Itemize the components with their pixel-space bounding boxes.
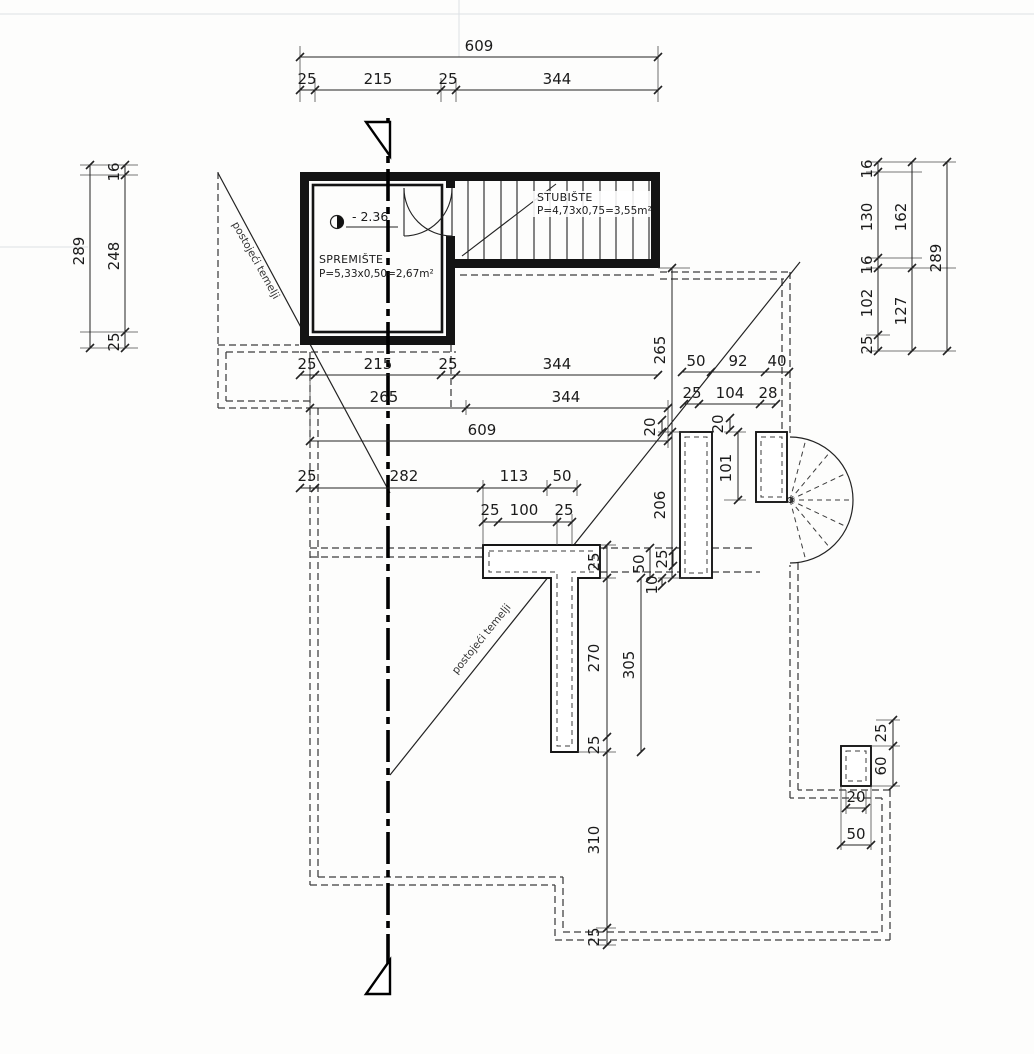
dimension-label: 101 (717, 454, 735, 483)
section-marker-top (363, 120, 392, 160)
dimension-label: 310 (585, 826, 603, 855)
dimension-label: 282 (390, 467, 419, 485)
dimension-label: 25 (297, 70, 316, 88)
door-swing (403, 187, 453, 237)
spiral-stair (786, 436, 854, 564)
room-name-spremiste: SPREMIŠTE (319, 253, 383, 266)
dimension-label: 100 (510, 501, 539, 519)
room-area-stubiste: P=4,73x0,75=3,55m² (537, 205, 652, 217)
existing-foundation-note-2: postojeći temelji (450, 602, 514, 677)
elevation-label: - 2.36 (352, 209, 388, 224)
dimension-label: 16 (105, 162, 123, 181)
dimension-label: 215 (364, 70, 393, 88)
dimension-label: 113 (500, 467, 529, 485)
dimension-label: 16 (858, 255, 876, 274)
dimension-label: 50 (630, 554, 648, 573)
dimension-label: 25 (554, 501, 573, 519)
dimension-label: 50 (686, 352, 705, 370)
dimension-label: 215 (364, 355, 393, 373)
dimension-label: 265 (651, 336, 669, 365)
foundation-bars (482, 431, 872, 787)
foundation-l-bar (482, 544, 601, 753)
existing-foundation-diagonal-2 (389, 261, 801, 776)
dimension-label: 20 (709, 414, 727, 433)
dimension-label: 25 (297, 355, 316, 373)
dimension-label: 25 (653, 549, 671, 568)
dimension-label: 344 (543, 70, 572, 88)
dimension-label: 130 (858, 203, 876, 232)
dimension-label: 127 (892, 297, 910, 326)
dimension-label: 206 (651, 491, 669, 520)
room-name-stubiste: STUBIŠTE (537, 191, 593, 204)
dimension-label: 28 (758, 384, 777, 402)
dimension-label: 609 (468, 421, 497, 439)
section-marker-bottom (363, 956, 392, 996)
dimension-label: 25 (438, 70, 457, 88)
dimension-label: 25 (585, 735, 603, 754)
dimension-label: 25 (858, 335, 876, 354)
dimension-label: 16 (858, 159, 876, 178)
scan-artifacts (0, 0, 1034, 248)
dimension-label: 609 (465, 37, 494, 55)
dimension-lines (85, 52, 952, 950)
dimension-label: 25 (480, 501, 499, 519)
dimension-label: 344 (552, 388, 581, 406)
room-area-spremiste: P=5,33x0,50=2,67m² (319, 268, 434, 280)
dimension-label: 25 (585, 927, 603, 946)
dimension-label: 162 (892, 203, 910, 232)
inner-room-outline (311, 183, 444, 334)
dimension-label: 25 (585, 552, 603, 571)
section-line (363, 118, 392, 996)
dimension-label: 25 (438, 355, 457, 373)
dimension-label: 289 (927, 244, 945, 273)
dimension-label: 102 (858, 289, 876, 318)
walls (300, 172, 660, 345)
existing-foundation-note-1: postojeći temelji (229, 220, 281, 301)
dimension-label: 248 (105, 242, 123, 271)
dimension-label: 344 (543, 355, 572, 373)
dimension-labels-layer: 609 25 215 25 344 289 16 248 25 16 130 16 102 25 162 12… (70, 37, 945, 947)
dimension-label: 50 (552, 467, 571, 485)
dimension-label: 265 (370, 388, 399, 406)
dimension-label: 25 (105, 332, 123, 351)
dimension-label: 25 (682, 384, 701, 402)
stair-label-backing (533, 191, 659, 217)
dimension-label: 270 (585, 644, 603, 673)
dimension-label: 20 (846, 788, 865, 806)
dimension-label: 25 (872, 723, 890, 742)
dimension-label: 25 (297, 467, 316, 485)
dimension-label: 10 (643, 575, 661, 594)
dimension-label: 50 (846, 825, 865, 843)
dimension-label: 60 (872, 756, 890, 775)
dimension-label: 305 (620, 651, 638, 680)
dimension-label: 289 (70, 237, 88, 266)
dimension-label: 104 (716, 384, 745, 402)
dimension-label: 40 (767, 352, 786, 370)
dimension-label: 92 (728, 352, 747, 370)
dimension-label: 20 (641, 417, 659, 436)
